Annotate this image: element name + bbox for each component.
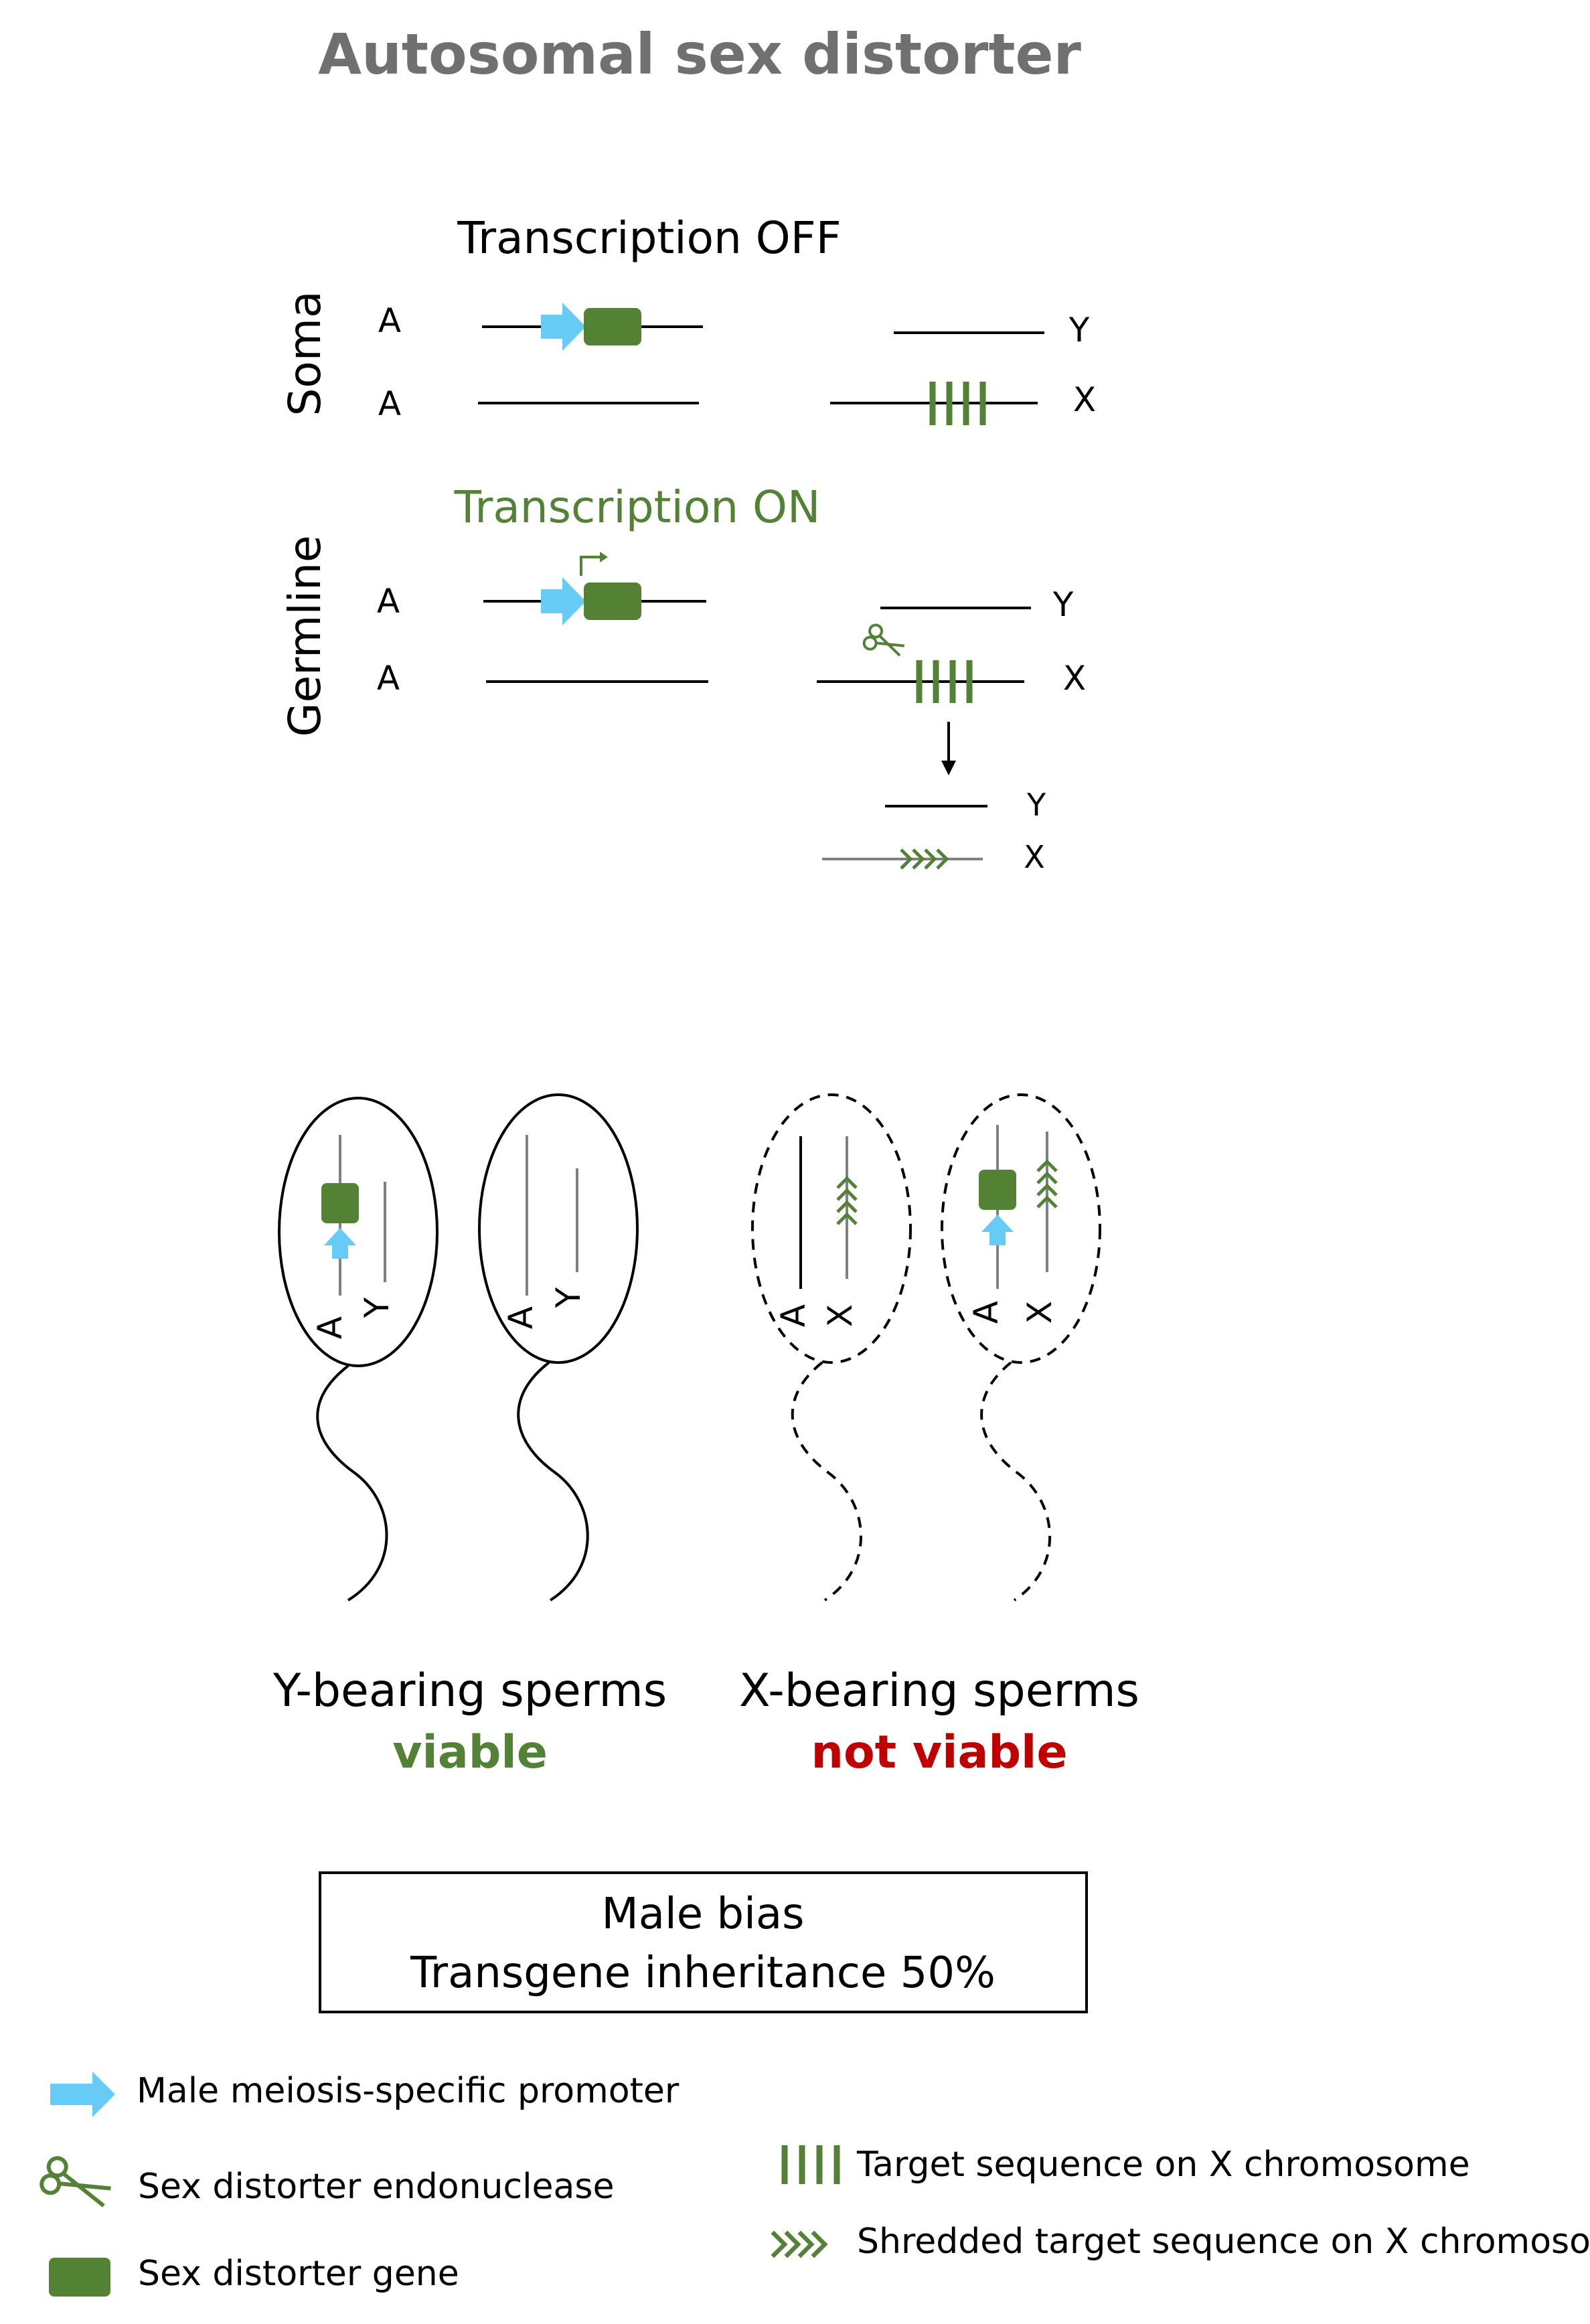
legend-endonuclease-label: Sex distorter endonuclease	[138, 2167, 614, 2207]
summary-line-1: Male bias	[602, 1889, 805, 1939]
target-bars-icon	[929, 382, 986, 425]
target-bars-icon	[781, 2145, 840, 2184]
legend-shredded-label: Shredded target sequence on X chromosome	[857, 2222, 1590, 2262]
promoter-arrow-icon	[324, 1228, 356, 1259]
sperm-1-label-a: A	[311, 1316, 349, 1339]
result-y-label: Y	[1026, 787, 1046, 823]
promoter-arrow-icon	[541, 303, 586, 351]
legend-gene-label: Sex distorter gene	[138, 2254, 459, 2294]
x-bearing-caption: X-bearing sperms	[739, 1664, 1139, 1717]
sperm-x-wildtype: A X	[751, 1093, 912, 1602]
soma-x-label: X	[1073, 380, 1096, 419]
legend: Male meiosis-specific promoter Sex disto…	[39, 2071, 1590, 2297]
sperm-4-label-x: X	[1020, 1301, 1059, 1324]
x-bearing-status: not viable	[811, 1726, 1068, 1779]
sperm-2-label-a: A	[501, 1306, 540, 1329]
result-x-label: X	[1024, 839, 1045, 875]
promoter-arrow-icon	[981, 1215, 1014, 1245]
transcription-start-arrow-icon	[580, 552, 608, 576]
promoter-arrow-icon	[50, 2072, 115, 2117]
shredded-chevron-icon	[773, 2232, 825, 2256]
legend-promoter-label: Male meiosis-specific promoter	[137, 2071, 680, 2111]
soma-autosome-transgene	[482, 303, 703, 351]
result-x-chromosome	[822, 850, 983, 868]
summary-line-2: Transgene inheritance 50%	[410, 1948, 996, 1998]
y-bearing-caption: Y-bearing sperms	[272, 1664, 667, 1717]
gene-box-icon	[584, 308, 641, 345]
gene-box-icon	[584, 583, 641, 620]
soma-y-label: Y	[1068, 311, 1090, 350]
germline-x-chromosome	[817, 623, 1024, 703]
soma-side-label: Soma	[279, 291, 331, 416]
germline-autosome-label-1: A	[377, 582, 400, 621]
gene-box-icon	[49, 2258, 110, 2297]
sperm-3-label-x: X	[821, 1304, 860, 1327]
germline-autosome-transgene	[483, 552, 706, 625]
legend-target-label: Target sequence on X chromosome	[856, 2145, 1470, 2185]
sperm-x-transgene: A X	[941, 1093, 1101, 1602]
germline-side-label: Germline	[279, 535, 331, 737]
sperm-y-wildtype: A Y	[478, 1093, 639, 1602]
scissors-icon	[862, 623, 904, 657]
sperm-3-label-a: A	[774, 1304, 813, 1327]
soma-autosome-label-2: A	[378, 384, 401, 423]
down-arrow-icon	[941, 722, 956, 775]
soma-autosome-label-1: A	[378, 301, 401, 340]
sperm-2-label-y: Y	[549, 1287, 588, 1308]
page-title: Autosomal sex distorter	[318, 21, 1081, 87]
germline-x-label: X	[1063, 659, 1086, 698]
germline-autosome-label-2: A	[377, 659, 400, 698]
sperm-y-transgene: A Y	[278, 1097, 439, 1602]
y-bearing-status: viable	[392, 1726, 548, 1779]
sperm-1-label-y: Y	[357, 1297, 396, 1318]
target-bars-icon	[916, 660, 973, 703]
soma-heading: Transcription OFF	[457, 212, 841, 264]
summary-box: Male bias Transgene inheritance 50%	[319, 1871, 1088, 2013]
gene-box-icon	[979, 1170, 1016, 1210]
promoter-arrow-icon	[541, 577, 586, 625]
germline-y-label: Y	[1052, 585, 1074, 624]
scissors-icon	[39, 2156, 111, 2207]
sperm-4-label-a: A	[967, 1301, 1006, 1324]
soma-x-chromosome	[830, 382, 1038, 425]
germline-heading: Transcription ON	[454, 481, 821, 533]
gene-box-icon	[321, 1183, 359, 1223]
